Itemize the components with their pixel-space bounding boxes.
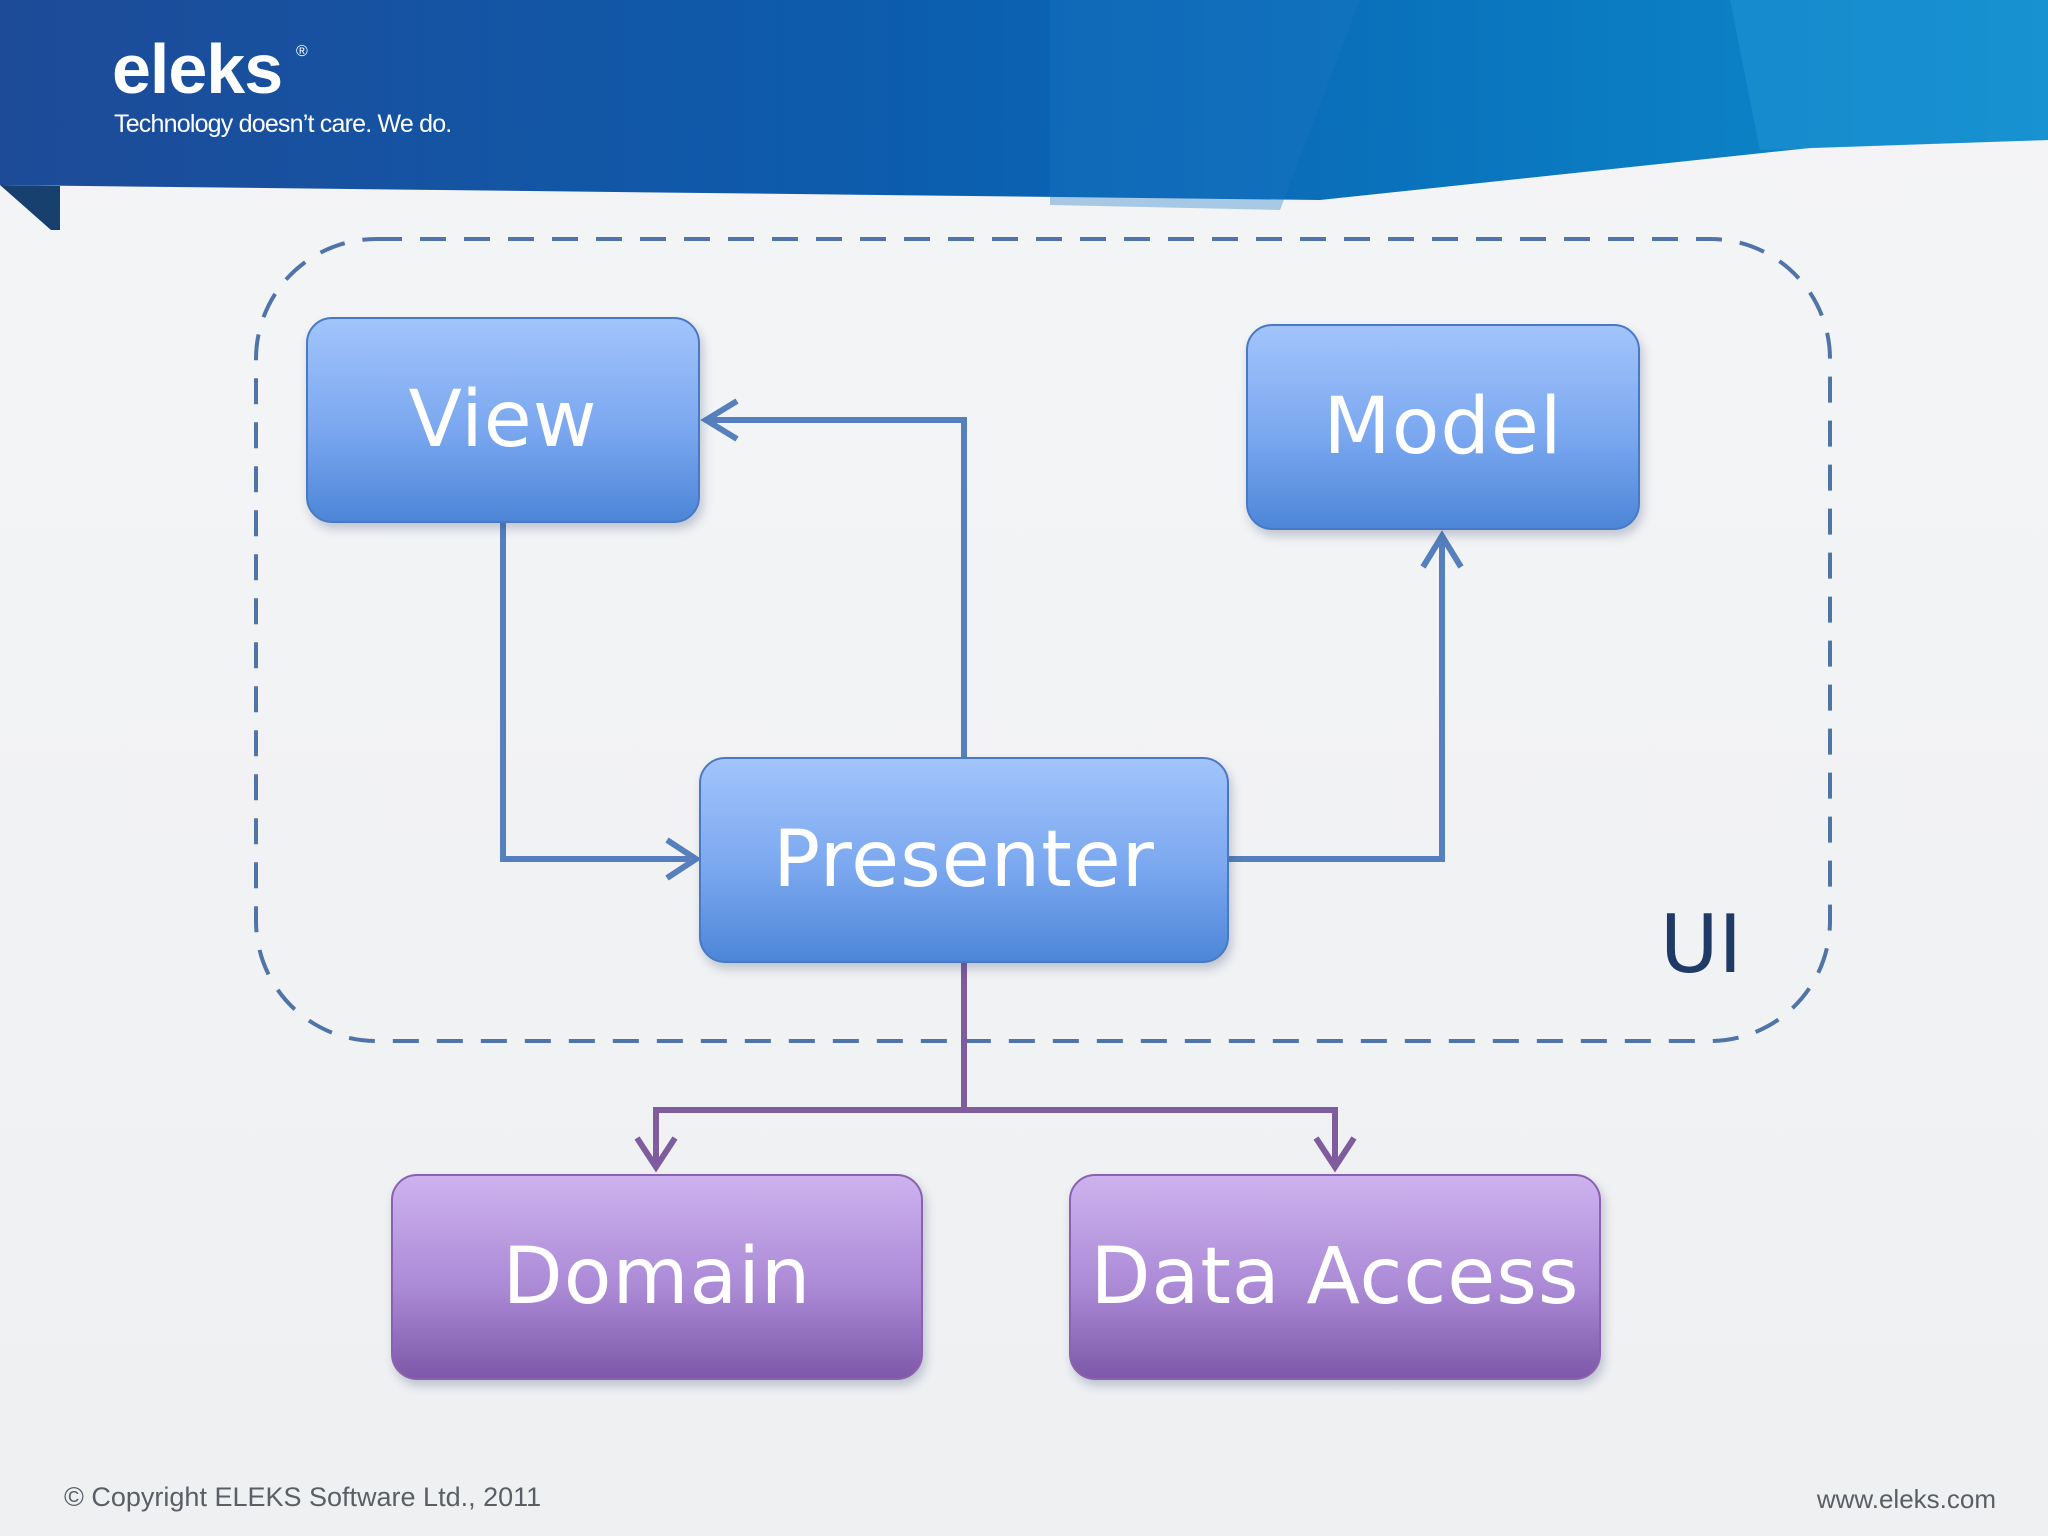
domain-label: Domain: [502, 1232, 812, 1322]
presenter-label: Presenter: [773, 815, 1155, 905]
presenter-node: Presenter: [699, 757, 1229, 963]
footer-url[interactable]: www.eleks.com: [1816, 1484, 1996, 1514]
model-node: Model: [1246, 324, 1640, 530]
footer-copyright: © Copyright ELEKS Software Ltd., 2011: [64, 1482, 542, 1512]
domain-node: Domain: [391, 1174, 923, 1380]
arrowhead-data-access: [1313, 1136, 1357, 1173]
arrowhead-model: [1420, 530, 1464, 569]
connector-presenter-to-view: [712, 417, 967, 757]
connector-branch: [653, 1107, 1338, 1165]
data-access-node: Data Access: [1069, 1174, 1601, 1380]
arrowhead-view: [700, 398, 739, 442]
registered-mark: ®: [296, 43, 308, 60]
connector-view-to-presenter: [500, 523, 690, 862]
view-node: View: [306, 317, 700, 523]
arrowhead-presenter: [665, 837, 702, 881]
arrowhead-domain: [634, 1136, 678, 1173]
view-label: View: [408, 375, 598, 465]
connector-presenter-to-model: [1229, 542, 1445, 862]
logo-tagline: Technology doesn’t care. We do.: [114, 110, 452, 138]
model-label: Model: [1323, 382, 1563, 472]
ui-boundary: [254, 237, 1832, 1043]
ui-container-label: UI: [1660, 898, 1743, 991]
header-banner: [0, 0, 2048, 230]
eleks-logo: eleks: [112, 30, 283, 108]
data-access-label: Data Access: [1090, 1232, 1580, 1322]
